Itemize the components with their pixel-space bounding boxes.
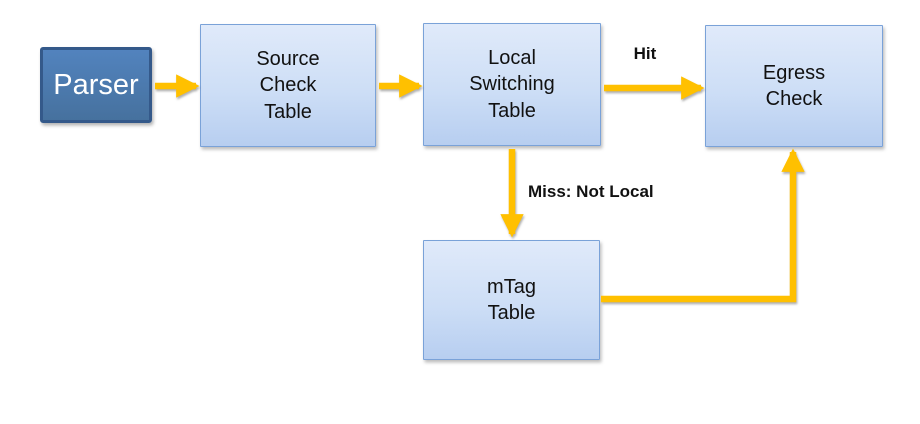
node-egress-check: Egress Check: [705, 25, 883, 147]
node-parser: Parser: [40, 47, 152, 123]
node-source-check-table: Source Check Table: [200, 24, 376, 147]
node-mtag-table: mTag Table: [423, 240, 600, 360]
edge-label-hit: Hit: [633, 44, 657, 63]
node-local-switching-table: Local Switching Table: [423, 23, 601, 146]
arrow-mtag-to-egress: [601, 148, 805, 303]
edge-label-miss-not-local: Miss: Not Local: [528, 182, 654, 201]
